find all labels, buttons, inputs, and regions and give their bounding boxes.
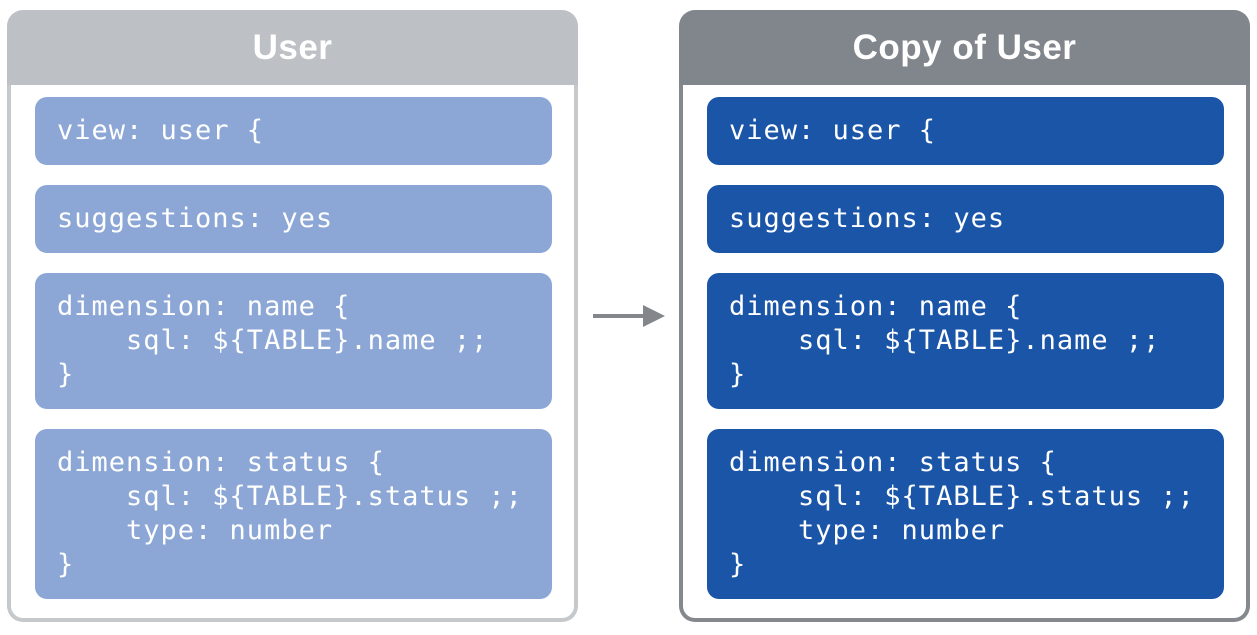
panel-copy-header: Copy of User bbox=[679, 10, 1250, 85]
panel-copy-title: Copy of User bbox=[852, 27, 1077, 67]
code-block-suggestions-copy: suggestions: yes bbox=[707, 185, 1224, 253]
panel-copy-body: view: user { suggestions: yes dimension:… bbox=[679, 85, 1250, 622]
panel-user-title: User bbox=[252, 27, 333, 67]
code-block-suggestions: suggestions: yes bbox=[35, 185, 552, 253]
code-block-dimension-status-copy: dimension: status { sql: ${TABLE}.status… bbox=[707, 429, 1224, 599]
panel-user-body: view: user { suggestions: yes dimension:… bbox=[7, 85, 578, 622]
arrow-column bbox=[578, 10, 679, 622]
panel-copy-of-user: Copy of User view: user { suggestions: y… bbox=[679, 10, 1250, 622]
panel-user-header: User bbox=[7, 10, 578, 85]
copy-arrow-icon bbox=[592, 305, 665, 327]
code-block-view: view: user { bbox=[35, 97, 552, 165]
code-block-dimension-name-copy: dimension: name { sql: ${TABLE}.name ;; … bbox=[707, 273, 1224, 409]
code-block-view-copy: view: user { bbox=[707, 97, 1224, 165]
panel-user: User view: user { suggestions: yes dimen… bbox=[7, 10, 578, 622]
code-block-dimension-name: dimension: name { sql: ${TABLE}.name ;; … bbox=[35, 273, 552, 409]
code-block-dimension-status: dimension: status { sql: ${TABLE}.status… bbox=[35, 429, 552, 599]
